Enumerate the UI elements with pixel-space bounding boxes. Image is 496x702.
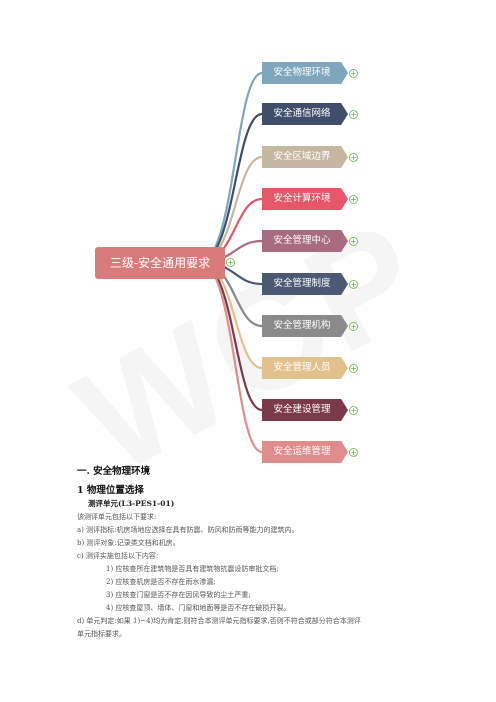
- section-title: 一. 安全物理环境: [77, 466, 151, 477]
- subitem-3: 3) 应核查门窗是否不存在因风导致的尘土严重;: [106, 591, 251, 599]
- mindmap-node-management-staff[interactable]: 安全管理人员: [262, 357, 348, 379]
- expand-icon[interactable]: +: [349, 448, 358, 457]
- item-c: c) 测评实施包括以下内容:: [77, 552, 159, 560]
- expand-icon[interactable]: +: [349, 364, 358, 373]
- subitem-4: 4) 应核查屋顶、墙体、门窗和地面等是否不存在破损开裂。: [106, 604, 291, 612]
- mindmap-node-network[interactable]: 安全通信网络: [262, 103, 348, 125]
- mindmap-node-boundary[interactable]: 安全区域边界: [262, 146, 348, 168]
- mindmap-node-management-center[interactable]: 安全管理中心: [262, 230, 348, 252]
- subsection-title: 1 物理位置选择: [77, 485, 144, 496]
- unit-title: 测评单元(L3-PES1-01): [88, 499, 175, 508]
- item-b: b) 测评对象:记录类文档和机房。: [77, 539, 180, 547]
- expand-icon[interactable]: +: [349, 237, 358, 246]
- expand-icon[interactable]: +: [349, 110, 358, 119]
- mindmap-node-computing[interactable]: 安全计算环境: [262, 188, 348, 210]
- expand-icon[interactable]: +: [349, 322, 358, 331]
- mindmap-node-management-policy[interactable]: 安全管理制度: [262, 273, 348, 295]
- expand-icon[interactable]: +: [349, 195, 358, 204]
- result-line-2: 单元指标要求。: [77, 630, 126, 638]
- expand-icon[interactable]: +: [349, 153, 358, 162]
- mindmap-root-node[interactable]: 三级-安全通用要求: [95, 247, 225, 279]
- mindmap-connectors: [199, 71, 263, 454]
- expand-icon[interactable]: +: [349, 406, 358, 415]
- intro-text: 该测评单元包括以下要求:: [77, 513, 157, 521]
- subitem-2: 2) 应核查机房是否不存在雨水渗漏;: [106, 578, 216, 586]
- mindmap-node-construction[interactable]: 安全建设管理: [262, 399, 348, 421]
- mindmap-node-operations[interactable]: 安全运维管理: [262, 441, 348, 463]
- expand-icon[interactable]: +: [349, 69, 358, 78]
- connector-line: [199, 71, 263, 264]
- result-line-1: d) 单元判定:如果 1)~4)均为肯定,则符合本测评单元指标要求,否则不符合或…: [77, 617, 361, 625]
- mindmap-node-physical[interactable]: 安全物理环境: [262, 62, 348, 84]
- expand-icon[interactable]: +: [226, 258, 235, 267]
- mindmap-node-management-org[interactable]: 安全管理机构: [262, 315, 348, 337]
- expand-icon[interactable]: +: [349, 280, 358, 289]
- subitem-1: 1) 应核查所在建筑物是否具有建筑物抗震设防审批文档;: [106, 565, 279, 573]
- item-a: a) 测评指标:机房场地应选择在具有防震、防风和防雨等能力的建筑内。: [77, 526, 299, 534]
